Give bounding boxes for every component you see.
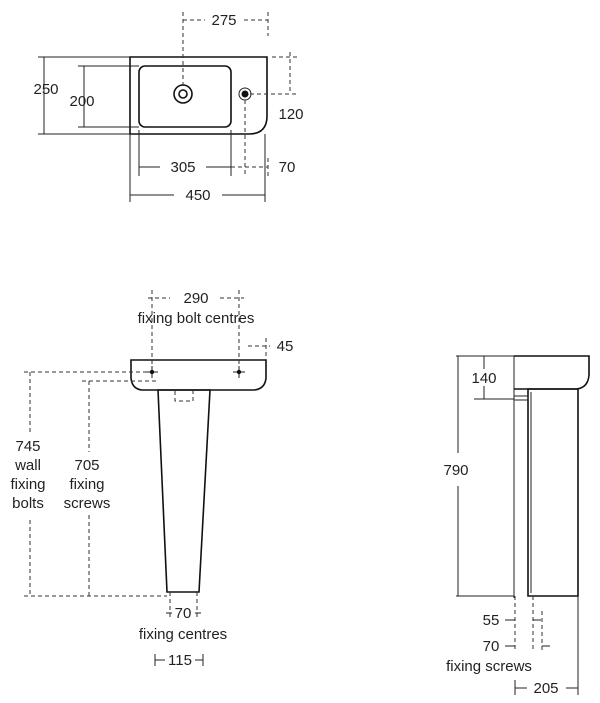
front-view: 290 fixing bolt centres 45 745 wall fixi…	[10, 290, 293, 669]
drain-outer	[173, 84, 193, 104]
side-view: 140 790 55 70 fixing screws 205	[443, 355, 590, 697]
bowl-outline-top	[138, 65, 232, 128]
dim-450-label: 450	[185, 187, 210, 204]
fixing-label-2: fixing	[69, 476, 104, 493]
dim-290-label: 290	[183, 290, 208, 307]
fixing-screws-label: fixing screws	[446, 658, 532, 675]
fixing-bolt-centres-label: fixing bolt centres	[138, 310, 255, 327]
dim-140-label: 140	[471, 370, 496, 387]
pedestal-side	[527, 388, 579, 597]
basin-outline-top	[129, 56, 268, 135]
dim-205-label: 205	[533, 680, 558, 697]
screws-label: screws	[64, 495, 111, 512]
dim-250-label: 250	[33, 81, 58, 98]
dim-200-label: 200	[69, 93, 94, 110]
tap-hole-inner	[241, 90, 249, 98]
dim-55-label: 55	[483, 612, 500, 629]
dim-45-label: 45	[277, 338, 294, 355]
bolts-label: bolts	[12, 495, 44, 512]
fixing-bolt-left	[146, 366, 158, 378]
wall-label: wall	[14, 457, 41, 474]
fixing-label-1: fixing	[10, 476, 45, 493]
top-view: 275 250 200 120 305 70 450	[33, 12, 304, 204]
pedestal-front	[157, 389, 211, 593]
dim-70-label: 70	[279, 159, 296, 176]
fixing-bolt-right	[233, 366, 245, 378]
dim-790-label: 790	[443, 462, 468, 479]
dim-305-label: 305	[170, 159, 195, 176]
dim-70-front-label: 70	[175, 605, 192, 622]
dim-70-side-label: 70	[483, 638, 500, 655]
dim-275-label: 275	[211, 12, 236, 29]
dim-705-label: 705	[74, 457, 99, 474]
dim-115-label: 115	[168, 652, 192, 669]
dim-120-label: 120	[278, 106, 303, 123]
fixing-centres-label: fixing centres	[139, 626, 227, 643]
basin-front	[130, 359, 267, 391]
dim-745-label: 745	[15, 438, 40, 455]
drain-inner	[178, 89, 188, 99]
basin-side	[514, 355, 590, 390]
